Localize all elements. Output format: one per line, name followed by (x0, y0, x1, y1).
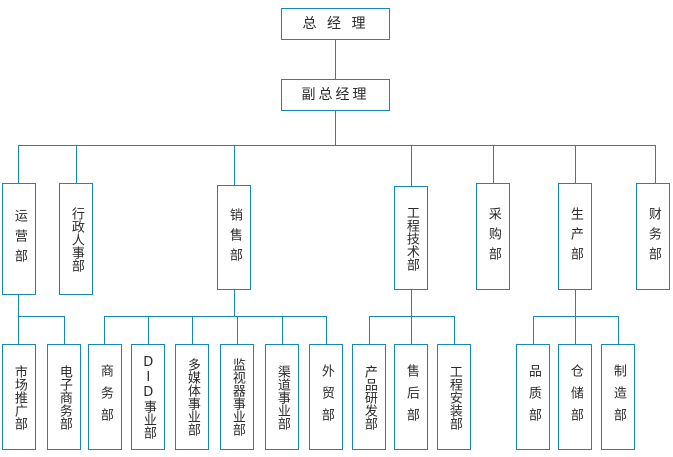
node-foreign-trade[interactable]: 外贸部 (309, 344, 343, 450)
connector-drop-monitor (237, 316, 238, 344)
node-label-sales: 销售部 (226, 207, 242, 268)
node-label-purchasing: 采购部 (485, 206, 501, 267)
connector-drop-ecommerce (64, 316, 65, 344)
node-label-deputy-general-manager: 副总经理 (301, 86, 370, 103)
connector-drop-purchasing (493, 145, 494, 183)
connector-sales-down (234, 290, 235, 316)
connector-drop-finance (655, 145, 656, 183)
connector-drop-after-sales (411, 316, 412, 344)
connector-drop-business (104, 316, 105, 344)
node-finance[interactable]: 财务部 (636, 183, 670, 290)
node-engineering-install[interactable]: 工程安装部 (437, 344, 471, 450)
connector-deputy-down (335, 110, 336, 146)
connector-drop-quality (533, 316, 534, 344)
node-label-multimedia-division: 多媒体事业部 (184, 358, 200, 436)
connector-drop-production (575, 145, 576, 183)
connector-drop-sales (234, 145, 235, 185)
node-label-business: 商务部 (97, 364, 113, 430)
node-manufacturing[interactable]: 制造部 (601, 344, 635, 450)
node-engineering-tech[interactable]: 工程技术部 (394, 186, 428, 290)
node-purchasing[interactable]: 采购部 (476, 183, 510, 290)
node-label-product-rd: 产品研发部 (361, 364, 377, 430)
node-label-engineering-tech: 工程技术部 (403, 205, 419, 271)
node-operations[interactable]: 运营部 (2, 183, 36, 295)
node-did-division[interactable]: DID事业部 (131, 344, 165, 450)
connector-drop-channel (282, 316, 283, 344)
connector-gm-to-deputy (335, 39, 336, 79)
connector-production-down (575, 290, 576, 316)
connector-drop-engineering (411, 145, 412, 186)
node-channel-division[interactable]: 渠道事业部 (265, 344, 299, 450)
connector-drop-admin-hr (76, 145, 77, 183)
node-label-did-division: DID事业部 (140, 355, 156, 439)
connector-level3-bus (18, 145, 656, 146)
node-label-finance: 财务部 (645, 206, 661, 267)
node-warehouse[interactable]: 仓储部 (558, 344, 592, 450)
connector-engineering-down (411, 290, 412, 316)
connector-operations-bus (18, 316, 64, 317)
connector-operations-down (18, 295, 19, 316)
node-label-engineering-install: 工程安装部 (446, 364, 462, 430)
node-product-rd[interactable]: 产品研发部 (352, 344, 386, 450)
node-label-quality: 品质部 (525, 364, 541, 430)
node-business[interactable]: 商务部 (88, 344, 122, 450)
node-after-sales[interactable]: 售后部 (394, 344, 428, 450)
node-label-foreign-trade: 外贸部 (318, 364, 334, 430)
node-production[interactable]: 生产部 (558, 183, 592, 290)
connector-sales-bus (104, 316, 326, 317)
node-quality[interactable]: 品质部 (516, 344, 550, 450)
connector-drop-multimedia (192, 316, 193, 344)
node-label-monitor-division: 监视器事业部 (229, 358, 245, 436)
node-label-manufacturing: 制造部 (610, 364, 626, 430)
node-label-operations: 运营部 (11, 209, 27, 269)
node-label-production: 生产部 (567, 206, 583, 267)
node-deputy-general-manager[interactable]: 副总经理 (281, 79, 390, 111)
connector-drop-market-promo (18, 316, 19, 344)
node-general-manager[interactable]: 总 经 理 (281, 8, 390, 40)
connector-drop-did (148, 316, 149, 344)
node-multimedia-division[interactable]: 多媒体事业部 (175, 344, 209, 450)
node-label-general-manager: 总 经 理 (302, 15, 369, 32)
node-ecommerce[interactable]: 电子商务部 (47, 344, 81, 450)
node-label-warehouse: 仓储部 (567, 364, 583, 430)
connector-drop-warehouse (575, 316, 576, 344)
connector-drop-product-rd (369, 316, 370, 344)
node-sales[interactable]: 销售部 (217, 185, 251, 290)
connector-drop-engineering-install (454, 316, 455, 344)
node-label-admin-hr: 行政人事部 (68, 206, 84, 272)
connector-drop-operations (18, 145, 19, 183)
node-monitor-division[interactable]: 监视器事业部 (220, 344, 254, 450)
node-label-after-sales: 售后部 (403, 364, 419, 430)
node-label-channel-division: 渠道事业部 (274, 364, 290, 430)
node-market-promo[interactable]: 市场推广部 (2, 344, 36, 450)
node-label-ecommerce: 电子商务部 (56, 364, 72, 430)
connector-drop-manufacturing (618, 316, 619, 344)
connector-drop-foreign-trade (326, 316, 327, 344)
node-admin-hr[interactable]: 行政人事部 (59, 183, 93, 295)
node-label-market-promo: 市场推广部 (11, 364, 27, 430)
